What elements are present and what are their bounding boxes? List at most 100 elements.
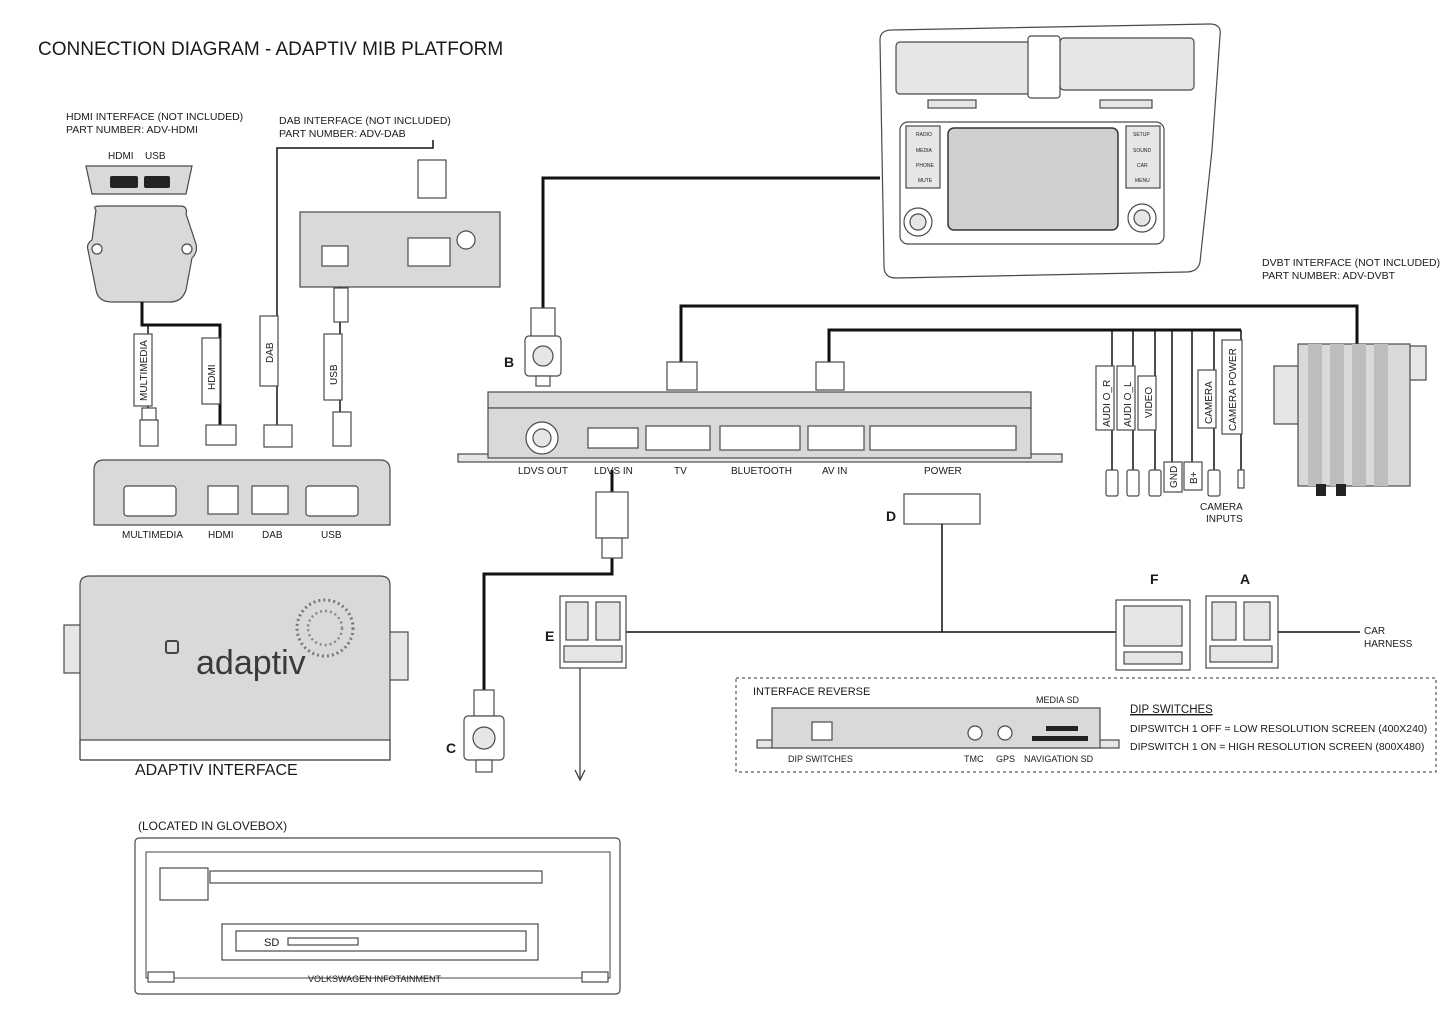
- head-btn-left-3: MUTE: [918, 178, 933, 184]
- adaptiv-logo-icon: [165, 640, 179, 654]
- glovebox-sd-slot-frame: [235, 930, 527, 952]
- multimedia-cable-label: MULTIMEDIA: [139, 340, 150, 401]
- av-tag-1: [1116, 365, 1136, 431]
- reverse-gps-label: GPS: [996, 754, 1015, 764]
- hdmi-port-plate: [85, 165, 193, 195]
- connector-c: C: [446, 689, 505, 773]
- head-unit-screen: [947, 127, 1119, 231]
- reverse-dashed-frame: [735, 677, 1437, 773]
- ldvs-in-socket: [587, 427, 639, 449]
- gps-socket: [997, 725, 1013, 741]
- main-port-label-0: LDVS OUT: [518, 466, 568, 477]
- power-socket: [869, 425, 1017, 451]
- connector-f-pin-row: [1123, 651, 1183, 665]
- av-tag-4: [1183, 461, 1203, 491]
- adaptiv-interface: adaptiv ADAPTIV INTERFACE: [63, 575, 409, 779]
- connector-b-tail: [535, 375, 551, 387]
- right-button-panel: [1125, 125, 1161, 189]
- front-port-label-1: HDMI: [208, 530, 234, 541]
- front-multimedia-socket: [123, 485, 177, 517]
- reverse-title: INTERFACE REVERSE: [753, 686, 870, 698]
- connector-e-arrow: [574, 769, 586, 782]
- dvbt-fin-3: [1352, 344, 1366, 486]
- front-usb-socket: [305, 485, 359, 517]
- head-btn-right-0: SETUP: [1133, 132, 1150, 138]
- dvbt-antenna-port-1: [1316, 484, 1326, 496]
- head-unit-lvds-wire: [541, 176, 880, 308]
- dab-cable-wire: [276, 140, 434, 425]
- reverse-tmc-label: TMC: [964, 754, 984, 764]
- connector-a-pin-row: [1209, 645, 1273, 663]
- dab-power-socket: [407, 237, 451, 267]
- glovebox-eject-button: [159, 867, 209, 901]
- right-vent-control: [1099, 99, 1153, 109]
- camera-inputs-line2: INPUTS: [1206, 514, 1243, 525]
- dip-heading: DIP SWITCHES: [1130, 704, 1213, 716]
- adaptiv-box-bottom-edge: [80, 740, 391, 761]
- glovebox-name: VOLKSWAGEN INFOTAINMENT: [308, 974, 442, 984]
- reverse-media-sd: MEDIA SD: [1036, 695, 1080, 705]
- head-btn-right-1: SOUND: [1133, 148, 1151, 154]
- dvbt-interface-line1: DVBT INTERFACE (NOT INCLUDED): [1262, 257, 1440, 269]
- av-in-wire: [827, 328, 1241, 362]
- dab-interface-line1: DAB INTERFACE (NOT INCLUDED): [279, 115, 451, 127]
- dip-switch-block: [811, 721, 833, 741]
- dvbt-interface: DVBT INTERFACE (NOT INCLUDED) PART NUMBE…: [1262, 257, 1440, 496]
- navigation-sd-slot: [1032, 736, 1088, 741]
- glovebox-sd-slot: [287, 937, 359, 946]
- head-btn-left-0: RADIO: [916, 132, 932, 138]
- hdmi-interface-block: HDMI INTERFACE (NOT INCLUDED) PART NUMBE…: [66, 111, 243, 303]
- front-port-label-0: MULTIMEDIA: [122, 530, 183, 541]
- av-tag-5: [1197, 369, 1217, 429]
- glovebox-latch-left: [147, 971, 175, 983]
- front-hdmi-socket: [207, 485, 239, 515]
- glovebox-inner-frame: [145, 851, 611, 979]
- car-harness-line1: CAR: [1364, 626, 1385, 637]
- car-harness-line2: HARNESS: [1364, 639, 1413, 650]
- head-unit: RADIO MEDIA PHONE MUTE SETUP SOUND CAR M…: [879, 23, 1221, 279]
- head-btn-left-2: PHONE: [916, 163, 934, 169]
- glovebox-disc-slot: [209, 870, 543, 884]
- glovebox-latch-right: [581, 971, 609, 983]
- hdmi-body-screw-right: [181, 243, 193, 255]
- media-sd-slot: [1046, 726, 1078, 731]
- connector-b-face: [532, 345, 554, 367]
- adaptiv-speaker-inner-icon: [306, 609, 344, 647]
- main-port-label-5: POWER: [924, 466, 962, 477]
- glovebox-outer-frame: [134, 837, 621, 995]
- letter-f: F: [1150, 571, 1159, 587]
- letter-a: A: [1240, 571, 1250, 587]
- av-tag-3: [1163, 461, 1183, 493]
- multimedia-cable-tag: [133, 333, 153, 407]
- connector-e-right-block: [595, 601, 621, 641]
- dab-connector-plug: [417, 159, 447, 199]
- dab-interface-line2: PART NUMBER: ADV-DAB: [279, 128, 406, 140]
- tv-plug: [666, 361, 698, 391]
- dvbt-mount-left: [1273, 365, 1301, 425]
- multimedia-usb-plug: [139, 419, 159, 447]
- av-tag-2: [1137, 375, 1157, 431]
- letter-d: D: [886, 508, 896, 524]
- usb-plug: [332, 411, 352, 447]
- camera-power-lead: [1237, 469, 1245, 489]
- dab-antenna-socket: [456, 230, 476, 250]
- hdmi-interface-line2: PART NUMBER: ADV-HDMI: [66, 124, 198, 136]
- av-cable-drops: AUDI O_R AUDI O_L VIDEO GND B+ CAMERA CA…: [1095, 330, 1245, 525]
- rca-plug-video: [1148, 469, 1162, 497]
- connector-f: F: [1115, 571, 1191, 671]
- front-port-label-2: DAB: [262, 530, 283, 541]
- main-port-label-2: TV: [674, 466, 687, 477]
- ldvs-in-plug: [595, 491, 629, 539]
- multimedia-usb-plug-collar: [141, 407, 157, 421]
- left-air-vent: [895, 41, 1031, 95]
- front-dab-socket: [251, 485, 289, 515]
- letter-c: C: [446, 740, 456, 756]
- av-label-4: B+: [1189, 471, 1200, 484]
- head-btn-right-3: MENU: [1135, 178, 1150, 184]
- page-title: CONNECTION DIAGRAM - ADAPTIV MIB PLATFOR…: [38, 39, 503, 60]
- main-port-label-3: BLUETOOTH: [731, 466, 792, 477]
- letter-e: E: [545, 628, 554, 644]
- connector-a-left-block: [1211, 601, 1237, 641]
- av-label-0: AUDI O_R: [1102, 380, 1113, 427]
- dvbt-interface-line2: PART NUMBER: ADV-DVBT: [1262, 270, 1396, 282]
